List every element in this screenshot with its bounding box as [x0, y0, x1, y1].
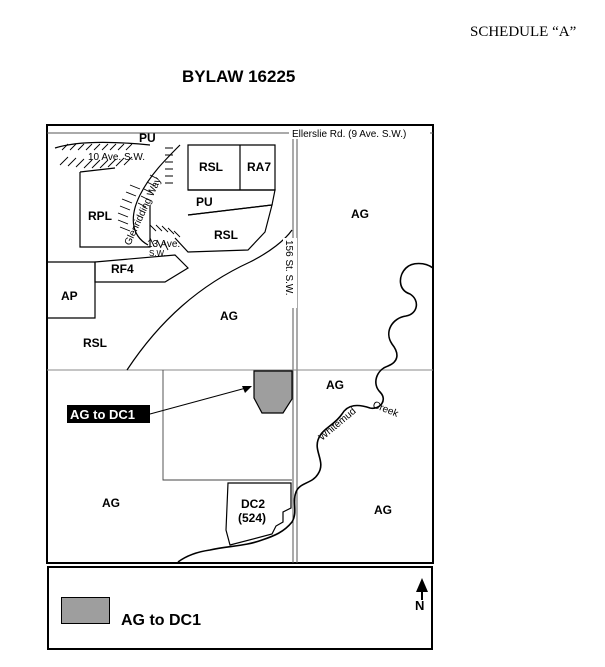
zone-ag-sw: AG — [102, 496, 120, 510]
dc2-parcel — [225, 482, 292, 546]
zone-rpl: RPL — [88, 209, 112, 223]
zone-dc2: DC2 — [241, 497, 265, 511]
ellerslie-road-label: Ellerslie Rd. (9 Ave. S.W.) — [292, 129, 406, 140]
zone-ap: AP — [61, 289, 78, 303]
st156-road-label: 156 St. S.W. — [283, 240, 294, 296]
north-arrow-icon — [416, 578, 428, 592]
legend-label: AG to DC1 — [121, 612, 201, 629]
creek-label-whitemud: Whitemud — [317, 406, 359, 443]
bylaw-title: BYLAW 16225 — [182, 67, 296, 86]
callout-label: AG to DC1 — [70, 407, 135, 422]
zone-ag-center: AG — [220, 309, 238, 323]
ag-rsl-divider — [126, 229, 293, 371]
zone-ag-ne: AG — [351, 207, 369, 221]
ave13-sw-label: S.W. — [149, 249, 166, 258]
zone-rsl-mid: RSL — [214, 228, 238, 242]
creek-label-creek: Creek — [371, 400, 401, 421]
callout-box — [67, 405, 150, 423]
zone-dc2-number: (524) — [238, 511, 266, 525]
ave10-road-label: 10 Ave. S.W. — [88, 152, 145, 163]
legend-swatch — [61, 597, 110, 624]
zone-rf4: RF4 — [111, 262, 134, 276]
ap-boundary — [47, 261, 96, 319]
north-label: N — [415, 598, 425, 613]
schedule-title: SCHEDULE “A” — [470, 24, 577, 40]
zone-pu-mid: PU — [196, 195, 213, 209]
glenridding-way-label: Glenridding Way — [123, 176, 164, 247]
rsl-mid-boundary — [174, 204, 273, 253]
legend-box: AG to DC1 — [47, 566, 433, 650]
map-frame — [46, 124, 434, 564]
st156-label-bg — [283, 238, 297, 308]
zone-rsl-top: RSL — [199, 160, 223, 174]
north-arrow: N — [412, 578, 432, 618]
north-arrow-stem — [421, 590, 423, 600]
zone-ag-se: AG — [374, 503, 392, 517]
lot-hatching — [59, 143, 181, 251]
callout-leader — [149, 387, 247, 415]
zone-pu-top: PU — [139, 131, 156, 145]
zone-ag-east: AG — [326, 378, 344, 392]
zone-ra7: RA7 — [247, 160, 271, 174]
callout-arrowhead — [242, 386, 252, 393]
ellerslie-label-bg — [289, 127, 430, 139]
upper-curve — [54, 141, 151, 149]
subject-site-parcel — [253, 370, 293, 414]
glenridding-way-curve — [132, 144, 181, 246]
subject-site-boundary — [162, 370, 292, 481]
zone-rsl-west: RSL — [83, 336, 107, 350]
ave13-label: 13 Ave. — [147, 239, 180, 250]
rf4-boundary — [94, 254, 189, 283]
rpl-boundary — [79, 167, 151, 248]
whitemud-creek — [177, 262, 434, 563]
